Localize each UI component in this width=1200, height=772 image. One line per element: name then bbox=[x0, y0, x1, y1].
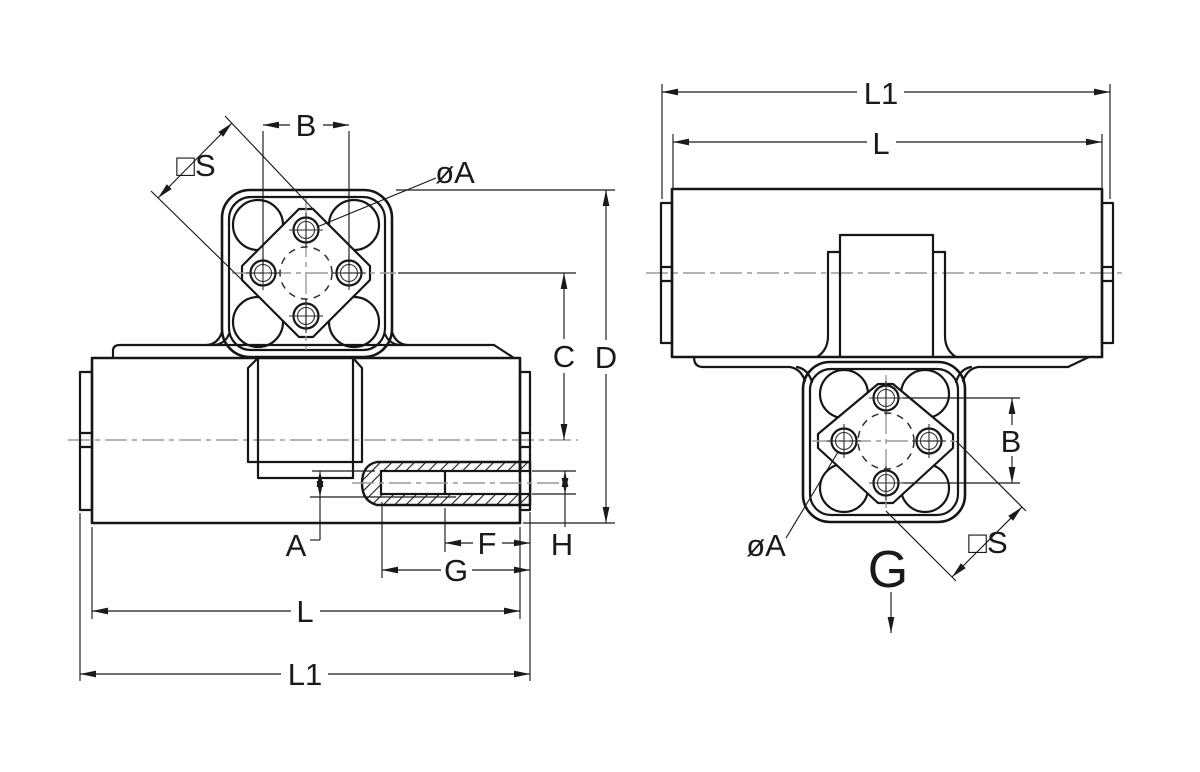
front-dim-H: H bbox=[532, 470, 576, 562]
front-dim-G: G bbox=[381, 502, 531, 681]
front-dim-D-label: D bbox=[595, 340, 617, 375]
side-bolt-hole-bottom bbox=[869, 466, 903, 500]
front-right-end-cap bbox=[518, 370, 532, 512]
front-dim-L: L bbox=[91, 527, 521, 629]
front-dim-G-label: G bbox=[444, 553, 468, 588]
front-dim-S-label: □S bbox=[176, 148, 215, 183]
front-dim-C-label: C bbox=[553, 339, 575, 374]
side-flange-head bbox=[801, 360, 967, 524]
side-dim-B: B bbox=[903, 397, 1028, 484]
front-threaded-bore-section bbox=[352, 458, 560, 509]
front-left-end-cap bbox=[78, 370, 94, 512]
side-dim-diaA-label: øA bbox=[746, 528, 786, 563]
side-dim-G: G bbox=[868, 541, 908, 633]
side-dim-S: □S bbox=[885, 440, 1027, 582]
side-dim-L1-label: L1 bbox=[864, 76, 898, 111]
front-dim-A: A bbox=[286, 470, 456, 563]
front-dimensions: B □S øA C bbox=[79, 108, 623, 692]
front-dim-S: □S bbox=[150, 115, 314, 281]
front-dim-F: F bbox=[444, 508, 530, 561]
front-bolt-hole-top bbox=[289, 213, 323, 247]
front-dim-H-label: H bbox=[551, 527, 573, 562]
side-head-inner-square bbox=[808, 367, 960, 517]
front-flange-head bbox=[220, 188, 396, 359]
side-head-outer-square bbox=[801, 360, 967, 524]
front-dim-diaA-label: øA bbox=[435, 155, 475, 190]
side-dim-S-label: □S bbox=[968, 525, 1007, 560]
side-dim-L: L bbox=[672, 126, 1103, 188]
side-dim-G-label: G bbox=[868, 541, 908, 599]
front-dim-A-label: A bbox=[286, 528, 307, 563]
side-bolt-hole-right bbox=[912, 424, 946, 458]
front-dim-L-label: L bbox=[296, 594, 313, 629]
front-dim-C: C bbox=[398, 272, 581, 440]
side-dim-L-label: L bbox=[872, 126, 889, 161]
side-left-end-cap bbox=[659, 201, 674, 345]
front-dim-F-label: F bbox=[478, 526, 497, 561]
side-bolt-hole-top bbox=[869, 381, 903, 415]
side-view: L1 L B øA bbox=[646, 76, 1126, 633]
side-dim-L1: L1 bbox=[661, 76, 1111, 199]
side-dim-B-label: B bbox=[1001, 424, 1022, 459]
front-stem-boss bbox=[246, 356, 364, 480]
side-dimensions: L1 L B øA bbox=[661, 76, 1111, 633]
side-stem-boss bbox=[815, 233, 958, 359]
front-dim-D: D bbox=[396, 189, 623, 524]
side-dim-diaA: øA bbox=[746, 451, 839, 563]
front-dim-B-label: B bbox=[296, 108, 317, 143]
side-right-end-cap bbox=[1100, 201, 1115, 345]
front-view: B □S øA C bbox=[68, 108, 623, 692]
front-bolt-hole-bottom bbox=[289, 299, 323, 333]
front-dim-L1: L1 bbox=[79, 513, 530, 692]
front-dim-L1-label: L1 bbox=[288, 657, 322, 692]
front-dim-diaA: øA bbox=[316, 155, 475, 228]
front-dim-B: B bbox=[262, 108, 350, 266]
side-bolt-hole-left bbox=[827, 424, 861, 458]
